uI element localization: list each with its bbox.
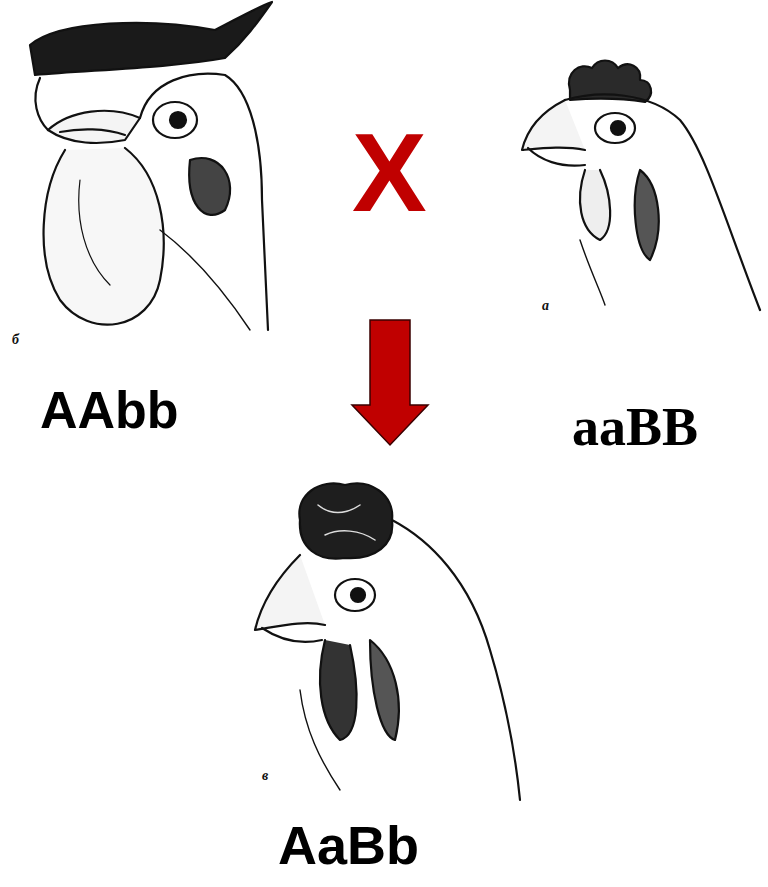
genotype-label: aaBB xyxy=(572,396,698,458)
panel-letter: а xyxy=(542,298,549,314)
genotype-label: AAbb xyxy=(40,380,179,440)
panel-letter: в xyxy=(262,768,268,784)
genotype-label: AaBb xyxy=(278,814,419,876)
pea-comb-hen xyxy=(522,61,760,311)
cross-arrow xyxy=(352,320,428,445)
walnut-comb-chicken xyxy=(255,483,520,800)
rose-comb-rooster xyxy=(30,2,272,330)
panel-letter: б xyxy=(12,332,19,348)
cross-symbol: X xyxy=(352,108,427,237)
